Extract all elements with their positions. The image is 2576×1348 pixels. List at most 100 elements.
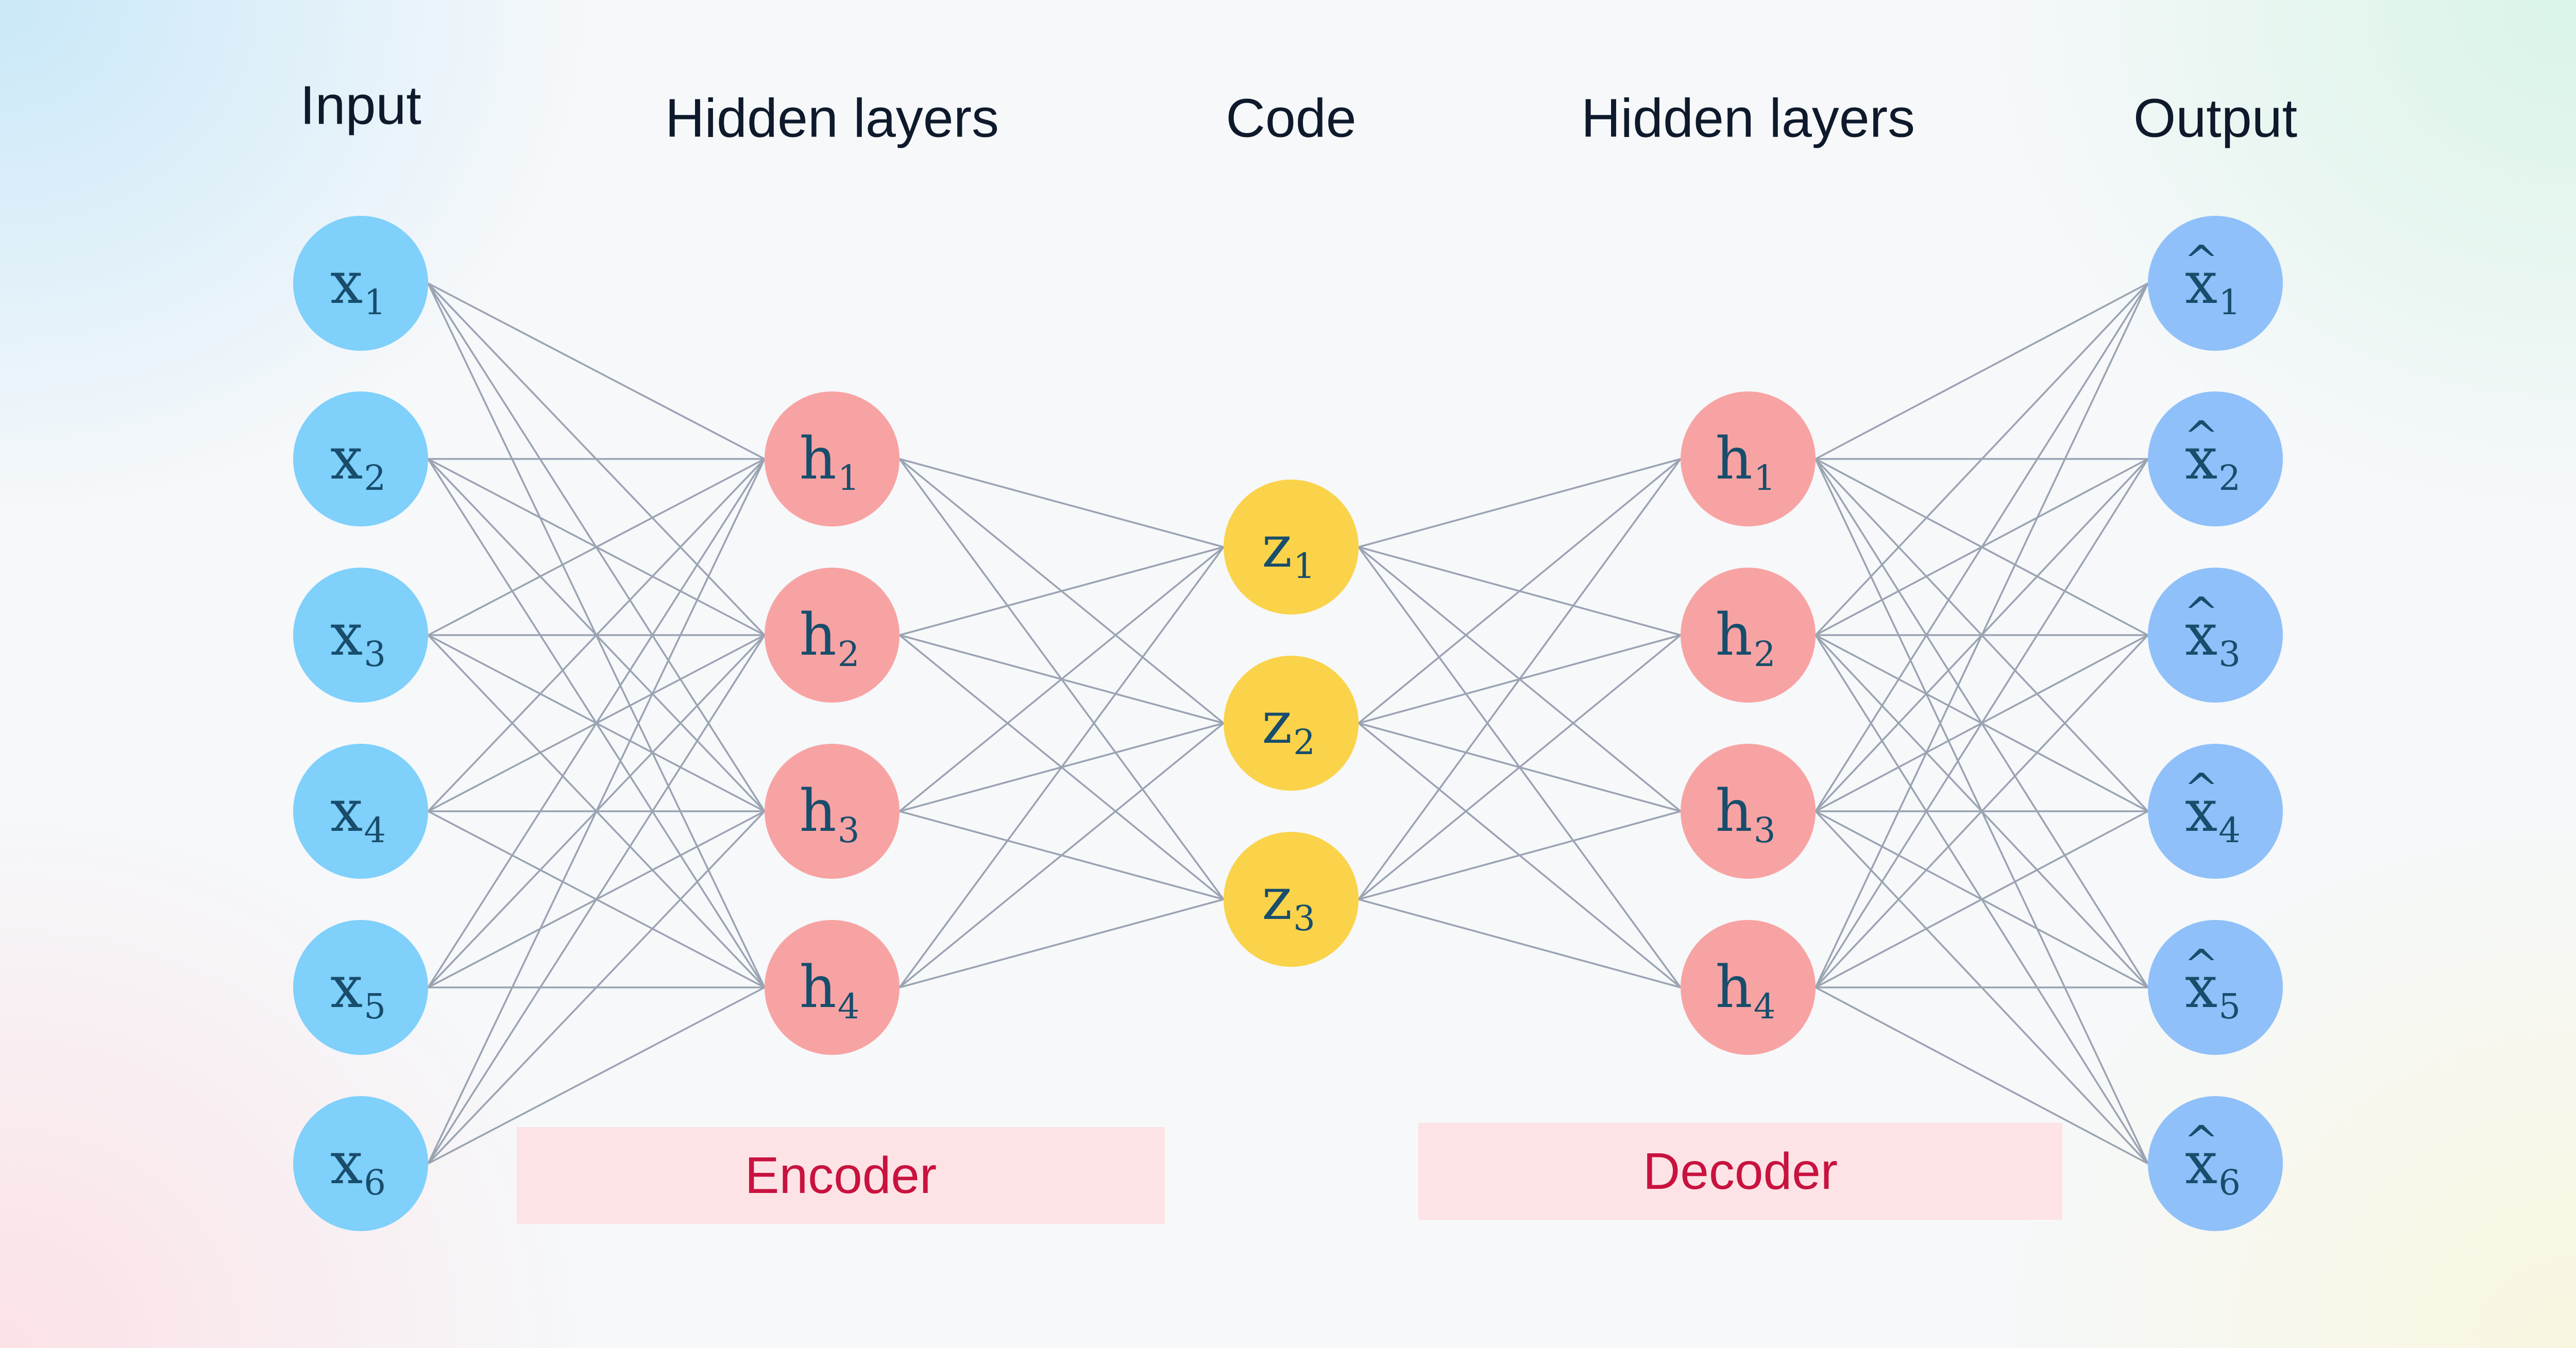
edge-decoder_hidden-4-to-output-4 xyxy=(1815,810,2148,988)
node-subscript: 4 xyxy=(837,986,860,1027)
node-subscript: 6 xyxy=(2218,1162,2241,1203)
node-subscript: 2 xyxy=(1293,722,1315,762)
node-symbol: x xyxy=(2185,954,2218,1021)
node-symbol: h xyxy=(1715,954,1753,1021)
node-symbol: h xyxy=(799,778,837,845)
node-subscript: 1 xyxy=(837,457,860,498)
node-subscript: 1 xyxy=(1753,457,1776,498)
edge-decoder_hidden-4-to-output-3 xyxy=(1815,634,2149,988)
edge-code-3-to-decoder_hidden-4 xyxy=(1358,898,1681,988)
output-node-2: x^2 xyxy=(2148,391,2283,526)
edge-input-1-to-encoder_hidden-1 xyxy=(428,282,765,460)
node-subscript: 6 xyxy=(364,1162,386,1203)
hat-accent: ^ xyxy=(2183,588,2219,637)
edge-encoder_hidden-2-to-code-1 xyxy=(899,546,1224,636)
node-symbol: z xyxy=(1262,690,1293,757)
node-symbol: x xyxy=(330,778,363,845)
node-subscript: 5 xyxy=(364,986,386,1027)
node-label: x^1 xyxy=(2184,240,2246,319)
node-symbol: h xyxy=(1715,778,1753,845)
edge-input-6-to-encoder_hidden-4 xyxy=(428,986,765,1165)
node-symbol: x xyxy=(2185,778,2218,845)
node-symbol: x xyxy=(2185,425,2218,492)
node-subscript: 3 xyxy=(2218,634,2241,674)
node-symbol: x xyxy=(2185,250,2218,317)
edge-decoder_hidden-1-to-output-1 xyxy=(1815,282,2148,460)
edge-encoder_hidden-1-to-code-1 xyxy=(899,458,1224,548)
edge-input-6-to-encoder_hidden-1 xyxy=(427,458,766,1164)
node-subscript: 4 xyxy=(2218,810,2241,850)
encoder-label: Encoder xyxy=(744,1146,937,1204)
node-symbol: x xyxy=(330,602,363,669)
node-symbol: x xyxy=(330,425,363,492)
edge-decoder_hidden-4-to-output-6 xyxy=(1815,986,2148,1165)
node-label: x^6 xyxy=(2184,1120,2246,1200)
decoder-label-box: Decoder xyxy=(1418,1123,2062,1220)
output-node-3: x^3 xyxy=(2148,568,2283,703)
node-subscript: 1 xyxy=(1293,545,1315,586)
node-subscript: 1 xyxy=(2218,282,2241,322)
node-subscript: 2 xyxy=(1753,634,1776,674)
node-symbol: h xyxy=(1715,602,1753,669)
hat-accent: ^ xyxy=(2183,412,2219,461)
node-subscript: 3 xyxy=(1753,810,1776,850)
node-subscript: 2 xyxy=(2218,457,2241,498)
edge-encoder_hidden-4-to-code-2 xyxy=(899,722,1225,988)
node-symbol: x xyxy=(330,1130,363,1197)
node-subscript: 1 xyxy=(364,282,386,322)
node-subscript: 2 xyxy=(364,457,386,498)
edge-input-6-to-encoder_hidden-3 xyxy=(427,810,766,1165)
output-node-5: x^5 xyxy=(2148,920,2283,1055)
edge-encoder_hidden-3-to-code-1 xyxy=(899,546,1225,812)
decoder-label: Decoder xyxy=(1643,1142,1838,1200)
node-symbol: z xyxy=(1262,866,1293,933)
output-node-4: x^4 xyxy=(2148,744,2283,879)
edge-input-5-to-encoder_hidden-1 xyxy=(427,458,766,988)
edge-code-2-to-decoder_hidden-1 xyxy=(1358,458,1682,724)
node-subscript: 3 xyxy=(1293,898,1315,939)
hat-accent: ^ xyxy=(2183,236,2219,285)
header-encoder-hidden-layers: Hidden layers xyxy=(665,88,999,149)
edge-encoder_hidden-4-to-code-1 xyxy=(899,546,1225,988)
edge-code-3-to-decoder_hidden-3 xyxy=(1358,810,1681,900)
node-subscript: 2 xyxy=(837,634,860,674)
edge-input-3-to-encoder_hidden-1 xyxy=(428,458,765,636)
edge-code-3-to-decoder_hidden-1 xyxy=(1358,458,1682,900)
node-label: x^5 xyxy=(2184,944,2246,1023)
node-label: x^3 xyxy=(2184,592,2246,671)
node-symbol: h xyxy=(799,602,837,669)
header-input: Input xyxy=(300,75,421,136)
node-subscript: 5 xyxy=(2218,986,2241,1027)
edge-input-6-to-encoder_hidden-2 xyxy=(427,635,766,1164)
node-label: x^4 xyxy=(2184,768,2246,847)
node-symbol: h xyxy=(799,425,837,492)
edge-decoder_hidden-2-to-output-1 xyxy=(1815,282,2149,636)
edge-code-1-to-decoder_hidden-1 xyxy=(1358,458,1681,548)
